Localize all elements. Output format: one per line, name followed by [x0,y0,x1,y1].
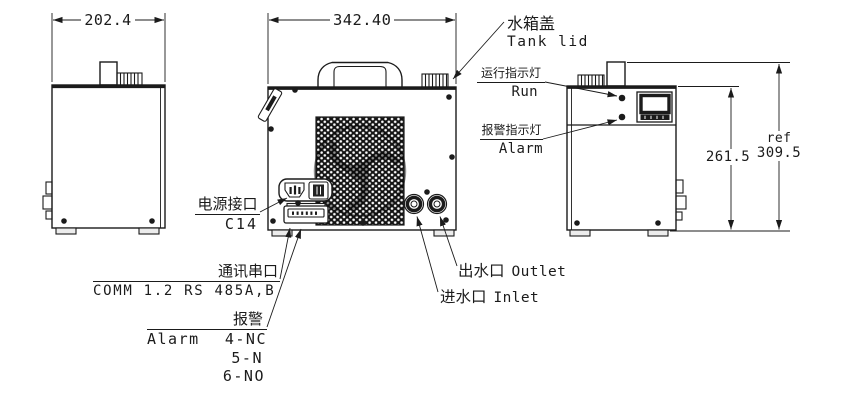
run-label-zh: 运行指示灯 [477,66,545,83]
comm-label-zh: 通讯串口 [93,262,280,283]
run-indicator-led [618,94,626,102]
rear-width-dim-label: 342.40 [330,11,395,30]
right-body [566,85,677,231]
handle [317,61,403,87]
inlet-label-en: Inlet [493,290,540,306]
run-leader [544,81,618,98]
alarm-indicator-led [618,113,626,121]
panel-screws [268,87,455,226]
power-inlet-c14 [278,178,333,202]
ref-height-dim-label: ref 309.5 [753,131,805,161]
run-label-en: Run [511,83,538,100]
tank-lid-label-zh: 水箱盖 [507,14,556,33]
inlet-port [403,193,425,215]
right-side-view [566,61,790,237]
side-fittings [675,179,687,221]
outlet-label-en: Outlet [511,264,567,280]
foot [55,227,77,235]
left-width-dim-label: 202.4 [78,11,138,29]
power-inlet-callout: 电源接口 C14 [195,195,260,234]
power-leader [259,197,288,213]
fan-blades [313,124,407,218]
filler-knob [99,61,118,86]
comm-leader [279,227,292,280]
latch [257,88,283,122]
alarm-pin-no: 6-NO [222,366,265,385]
tank-cap-side [116,72,143,86]
inlet-label-zh: 进水口 [440,288,487,306]
tank-cap-side [577,74,605,87]
foot [138,227,160,235]
fan-grille [313,116,407,226]
alarm-indicator-callout: 报警指示灯 Alarm [480,123,543,157]
filler-knob [606,61,626,87]
front-height-dim-label: 261.5 [701,149,755,165]
inlet-callout: 进水口 Inlet [440,288,540,307]
foot [647,229,669,237]
ref-value: 309.5 [754,144,804,161]
tank-lid-callout: 水箱盖 Tank lid [507,14,589,52]
leader-lines [259,21,618,328]
outlet-port [426,193,448,215]
run-indicator-callout: 运行指示灯 Run [477,66,545,100]
power-label-zh: 电源接口 [195,195,260,216]
foot [569,229,591,237]
left-side-view [42,13,166,235]
foot [271,229,293,237]
alarm-terminal-leader [266,228,302,328]
alarm-indicator-label-zh: 报警指示灯 [480,123,543,140]
foot [433,229,455,237]
comm-label-en: COMM 1.2 RS 485A,B [93,283,276,300]
left-body [51,84,166,229]
alarm-pin-nc: 4-NC [224,330,267,349]
alarm-pin-n: 5-N [231,348,263,367]
rear-body [267,86,457,231]
display-panel [636,91,673,123]
tank-lid-leader [452,21,505,80]
outlet-callout: 出水口 Outlet [458,262,567,281]
side-fittings [42,181,53,220]
rear-view [257,13,457,237]
outlet-leader [439,216,458,267]
ref-prefix: ref [764,131,794,146]
serial-connector [283,202,329,224]
inlet-leader [416,216,439,293]
comm-port-callout: 通讯串口 COMM 1.2 RS 485A,B [93,262,280,300]
outlet-label-zh: 出水口 [458,262,505,280]
tank-lid-label-en: Tank lid [507,34,589,50]
power-label-en: C14 [224,215,258,234]
alarm-terminal-callout: 报警 Alarm 4-NC 5-N 6-NO [147,310,267,385]
alarm-terminal-label-en: Alarm [147,330,200,349]
tank-lid-cap [421,73,449,88]
alarm-indicator-leader [542,119,618,140]
alarm-terminal-label-zh: 报警 [147,310,267,331]
alarm-indicator-label-en: Alarm [498,140,543,157]
